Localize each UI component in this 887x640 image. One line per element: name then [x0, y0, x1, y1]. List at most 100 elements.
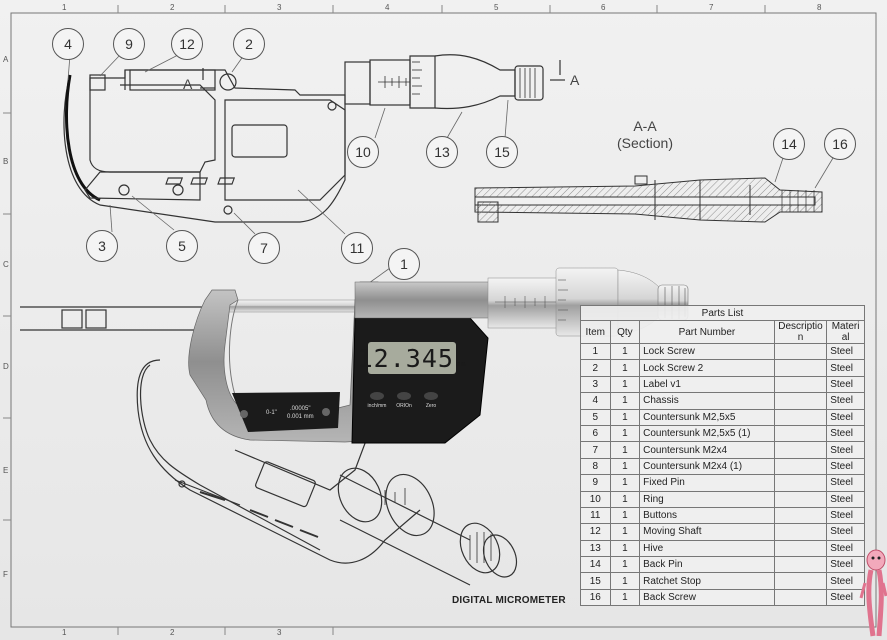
- callout-5: 5: [166, 230, 198, 262]
- part-item: 3: [580, 375, 611, 394]
- part-number: Hive: [639, 539, 775, 558]
- part-material: Steel: [826, 474, 865, 492]
- part-qty: 1: [609, 556, 641, 574]
- part-number: Back Screw: [639, 588, 775, 607]
- part-number: Ratchet Stop: [639, 572, 775, 590]
- callout-9: 9: [113, 28, 145, 60]
- part-item: 1: [580, 342, 611, 361]
- part-description: [773, 506, 828, 525]
- part-item: 4: [580, 392, 611, 410]
- part-material: Steel: [826, 523, 865, 541]
- header-material: Materi al: [826, 320, 865, 344]
- part-material: Steel: [826, 342, 865, 361]
- part-item: 15: [580, 572, 611, 590]
- part-item: 5: [580, 408, 611, 426]
- callout-1: 1: [388, 248, 420, 280]
- part-item: 14: [580, 556, 611, 574]
- callout-3: 3: [86, 230, 118, 262]
- zone-top-6: 6: [601, 3, 606, 12]
- part-description: [773, 457, 828, 476]
- header-description: Descriptio n: [773, 320, 828, 344]
- frame-range-label: 0-1": [266, 410, 277, 416]
- zone-top-3: 3: [277, 3, 282, 12]
- part-number: Countersunk M2x4 (1): [639, 457, 775, 476]
- part-number: Countersunk M2,5x5 (1): [639, 424, 775, 443]
- part-qty: 1: [609, 342, 641, 361]
- part-qty: 1: [609, 474, 641, 492]
- callout-7: 7: [248, 232, 280, 264]
- part-qty: 1: [609, 490, 641, 508]
- part-item: 9: [580, 474, 611, 492]
- part-item: 10: [580, 490, 611, 508]
- parts-list-header-row: Item Qty Part Number Descriptio n Materi…: [580, 320, 865, 344]
- part-qty: 1: [609, 539, 641, 558]
- part-qty: 1: [609, 375, 641, 394]
- header-item: Item: [580, 320, 611, 344]
- part-qty: 1: [609, 408, 641, 426]
- zone-top-2: 2: [170, 3, 175, 12]
- part-number: Lock Screw 2: [639, 359, 775, 377]
- zone-top-8: 8: [817, 3, 822, 12]
- part-material: Steel: [826, 392, 865, 410]
- callout-13: 13: [426, 136, 458, 168]
- pink-panther-watermark-icon: [859, 549, 887, 637]
- part-description: [773, 588, 828, 607]
- zone-left-e: E: [3, 466, 9, 475]
- zone-left-f: F: [3, 570, 8, 579]
- part-description: [773, 375, 828, 394]
- part-number: Chassis: [639, 392, 775, 410]
- part-material: Steel: [826, 424, 865, 443]
- zone-left-a: A: [3, 55, 9, 64]
- lcd-unit: mm: [455, 360, 467, 368]
- callout-14: 14: [773, 128, 805, 160]
- part-item: 2: [580, 359, 611, 377]
- part-item: 7: [580, 441, 611, 459]
- callout-12: 12: [171, 28, 203, 60]
- part-material: Steel: [826, 457, 865, 476]
- part-number: Moving Shaft: [639, 523, 775, 541]
- part-material: Steel: [826, 588, 865, 607]
- part-description: [773, 392, 828, 410]
- zone-left-b: B: [3, 157, 9, 166]
- frame-resolution-label: .00005": [290, 406, 311, 412]
- part-number: Lock Screw: [639, 342, 775, 361]
- part-item: 16: [580, 588, 611, 607]
- part-qty: 1: [609, 392, 641, 410]
- title-block: DIGITAL MICROMETER: [452, 595, 566, 606]
- header-qty: Qty: [609, 320, 641, 344]
- part-qty: 1: [609, 441, 641, 459]
- part-description: [773, 441, 828, 459]
- part-material: Steel: [826, 490, 865, 508]
- section-marker-left: A: [183, 76, 193, 92]
- inch-mm-button-label: inch/mm: [367, 403, 387, 409]
- part-qty: 1: [609, 572, 641, 590]
- part-item: 6: [580, 424, 611, 443]
- part-description: [773, 359, 828, 377]
- part-item: 13: [580, 539, 611, 558]
- part-description: [773, 490, 828, 508]
- section-view-title: A-A (Section): [610, 118, 680, 152]
- part-number: Ring: [639, 490, 775, 508]
- part-number: Back Pin: [639, 556, 775, 574]
- part-material: Steel: [826, 408, 865, 426]
- callout-4: 4: [52, 28, 84, 60]
- parts-list-table: Parts List Item Qty Part Number Descript…: [580, 305, 865, 607]
- part-description: [773, 342, 828, 361]
